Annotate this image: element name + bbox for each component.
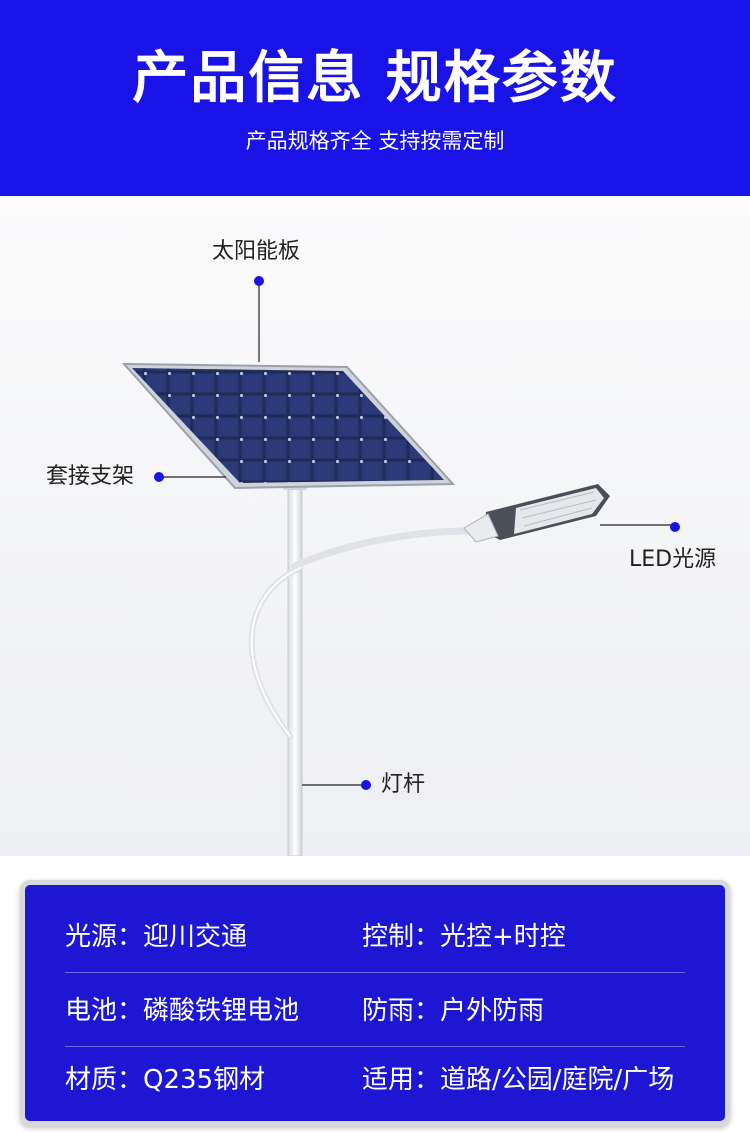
spec-light-source: 光源：迎川交通	[65, 922, 248, 952]
lamp-arm	[291, 527, 474, 570]
spec-rainproof: 防雨：户外防雨	[362, 996, 545, 1026]
spec-row: 材质：Q235钢材 适用：道路/公园/庭院/广场	[65, 1045, 685, 1115]
spec-row: 电池：磷酸铁锂电池 防雨：户外防雨	[65, 976, 685, 1046]
light-pole	[287, 485, 303, 856]
page-title: 产品信息 规格参数	[132, 46, 618, 111]
label-bracket: 套接支架	[46, 464, 135, 489]
spec-row: 光源：迎川交通 控制：光控+时控	[65, 902, 685, 972]
solar-panel	[132, 368, 444, 483]
label-pole: 灯杆	[381, 772, 426, 797]
spec-panel: 光源：迎川交通 控制：光控+时控 电池：磷酸铁锂电池 防雨：户外防雨 材质：Q2…	[20, 880, 730, 1126]
spec-divider	[65, 972, 685, 973]
street-light-illustration	[121, 276, 680, 856]
spec-battery: 电池：磷酸铁锂电池	[65, 996, 300, 1026]
led-lamp-head	[463, 484, 610, 543]
callout-dot-bracket	[154, 472, 164, 482]
page-subtitle: 产品规格齐全 支持按需定制	[245, 129, 505, 153]
header-banner: 产品信息 规格参数 产品规格齐全 支持按需定制	[0, 0, 750, 196]
label-solar-panel: 太阳能板	[212, 239, 301, 264]
spec-divider	[65, 1046, 685, 1047]
callout-dot-solar	[254, 276, 264, 286]
product-diagram: 太阳能板 套接支架 LED光源 灯杆	[0, 196, 750, 856]
spec-material: 材质：Q235钢材	[65, 1065, 266, 1095]
callout-dot-pole	[361, 780, 371, 790]
spec-control: 控制：光控+时控	[362, 922, 566, 952]
callout-dot-led	[670, 522, 680, 532]
spec-application: 适用：道路/公园/庭院/广场	[362, 1065, 675, 1095]
label-led-light-source: LED光源	[629, 547, 717, 572]
